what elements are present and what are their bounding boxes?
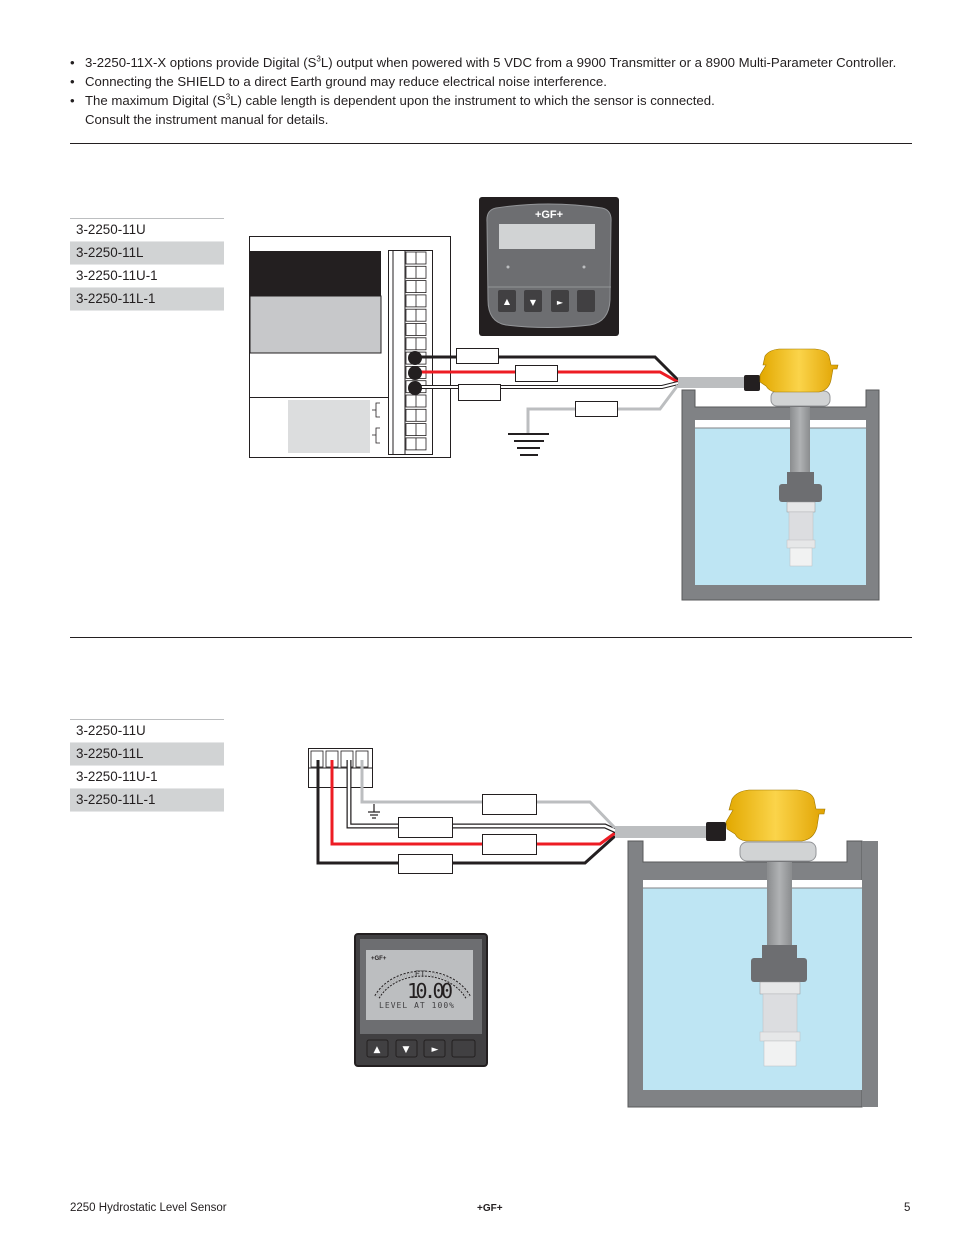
part-number: 3-2250-11L-1: [70, 789, 224, 812]
part-number: 3-2250-11L-1: [70, 288, 224, 311]
level-sensor: [615, 789, 826, 1067]
page-number: 5: [904, 1202, 911, 1214]
part-number: 3-2250-11U: [70, 720, 224, 743]
note-text: The maximum Digital (S: [85, 93, 226, 108]
note-text: L) cable length is dependent upon the in…: [230, 93, 715, 108]
footer-title: 2250 Hydrostatic Level Sensor: [70, 1202, 227, 1214]
note-continuation: Consult the instrument manual for detail…: [85, 112, 329, 127]
note-3: The maximum Digital (S3L) cable length i…: [70, 91, 896, 129]
note-2: Connecting the SHIELD to a direct Earth …: [70, 72, 896, 91]
up-arrow-icon: ▲: [374, 1045, 381, 1055]
part-number-table-1: 3-2250-11U 3-2250-11L 3-2250-11U-1 3-225…: [70, 218, 224, 311]
instrument-panel: [249, 236, 451, 458]
lcd-display: [499, 224, 595, 249]
unit-readout: FT: [415, 970, 426, 980]
superscript: 3: [225, 92, 231, 102]
footer-logo: +GF+: [477, 1203, 503, 1214]
terminal-block: [388, 250, 433, 455]
gf-logo: +GF+: [371, 956, 387, 962]
note-1: 3-2250-11X-X options provide Digital (S3…: [70, 53, 896, 72]
notes-list: 3-2250-11X-X options provide Digital (S3…: [70, 53, 896, 129]
meter-buttons: [366, 1039, 476, 1058]
tank: [627, 840, 878, 1108]
divider: [70, 143, 912, 144]
wire-labels: [456, 348, 618, 417]
ground-symbol: [368, 804, 380, 819]
wire-labels: [398, 794, 537, 874]
level-readout: 10.00: [407, 979, 453, 1003]
part-number: 3-2250-11U-1: [70, 766, 224, 789]
superscript: 3: [316, 54, 321, 64]
right-arrow-icon: ►: [432, 1045, 439, 1055]
controller-8900: +GF+ FT 10.00 LEVEL AT 100% ▲ ▼ ►: [354, 933, 488, 1067]
up-arrow-icon: ▲: [504, 297, 511, 306]
down-arrow-icon: ▼: [403, 1045, 410, 1055]
part-number: 3-2250-11L: [70, 242, 224, 265]
part-number: 3-2250-11U-1: [70, 265, 224, 288]
wire-shield: [360, 760, 617, 830]
gf-logo: +GF+: [535, 209, 563, 221]
down-arrow-icon: ▼: [530, 298, 537, 307]
level-sensor: [678, 348, 839, 567]
transmitter-9900: +GF+ ▲ ▼ ►: [479, 197, 619, 336]
part-number-table-2: 3-2250-11U 3-2250-11L 3-2250-11U-1 3-225…: [70, 719, 224, 812]
note-text: Connecting the SHIELD to a direct Earth …: [85, 74, 607, 89]
wire-red: [330, 760, 616, 846]
sensor-cable: [615, 826, 707, 838]
wire-red: [415, 370, 679, 384]
right-arrow-icon: ►: [557, 298, 564, 307]
note-text: L) output when powered with 5 VDC from a…: [320, 55, 897, 70]
sensor-cable: [678, 377, 744, 388]
part-number: 3-2250-11U: [70, 219, 224, 242]
meter-buttons: [498, 290, 595, 312]
status-readout: LEVEL AT 100%: [379, 1001, 454, 1010]
divider: [70, 637, 912, 638]
part-number: 3-2250-11L: [70, 743, 224, 766]
ground-symbol: [508, 433, 549, 456]
note-text: 3-2250-11X-X options provide Digital (S: [85, 55, 317, 70]
